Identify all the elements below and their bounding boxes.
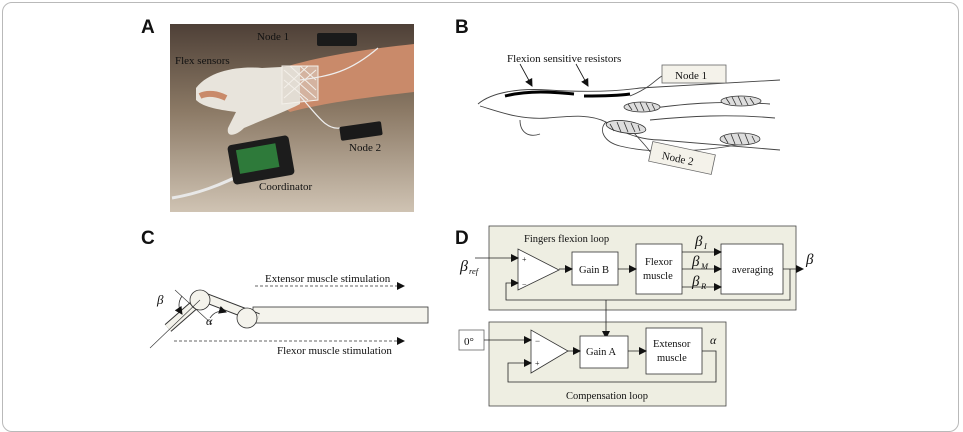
node2-device	[339, 121, 383, 141]
label-extensor-stimulation: Extensor muscle stimulation	[265, 273, 391, 285]
label-flexor-muscle-1: Flexor	[645, 257, 673, 268]
label-flexor-muscle-2: muscle	[643, 271, 673, 282]
label-fsr: Flexion sensitive resistors	[507, 53, 621, 65]
label-alpha-output: α	[710, 333, 717, 347]
label-beta-i: β	[694, 234, 703, 250]
panel-a-photo	[170, 24, 414, 212]
figure-canvas: Node 1 Flex sensors Node 2 Coordinator F…	[149, 24, 814, 407]
node1-device	[317, 33, 357, 46]
panel-letter-c: C	[141, 228, 155, 249]
label-minus-bottom: −	[535, 336, 540, 346]
label-fingers-flexion-loop: Fingers flexion loop	[524, 234, 609, 245]
label-beta-angle: β	[156, 292, 164, 307]
label-beta-i-sub: I	[703, 241, 708, 251]
panel-c-joint-sketch	[149, 289, 429, 349]
fsr-2	[583, 92, 631, 98]
label-beta-output: β	[805, 252, 814, 268]
fingers-feedback-path	[505, 269, 791, 301]
gain-b-block	[571, 251, 619, 286]
label-beta-r-sub: R	[700, 281, 707, 291]
averaging-block	[720, 243, 784, 295]
label-coordinator: Coordinator	[259, 181, 312, 193]
label-beta-ref: β	[459, 258, 468, 275]
label-flexor-stimulation: Flexor muscle stimulation	[277, 345, 392, 357]
label-alpha-angle: α	[206, 314, 213, 328]
net-sleeve	[281, 65, 319, 105]
label-beta-ref-sub: ref	[469, 266, 480, 276]
gain-a-block	[579, 335, 629, 369]
compensation-feedback-path	[507, 350, 717, 383]
flexor-muscle-block	[635, 243, 683, 295]
label-extensor-muscle-1: Extensor	[653, 339, 691, 350]
fsr-pointer-2	[575, 63, 589, 87]
fsr-pointer-1	[519, 63, 533, 87]
label-zero-degree: 0°	[464, 336, 474, 348]
summing-amplifier-top	[517, 248, 560, 291]
electrodes	[605, 95, 762, 146]
panel-letter-a: A	[141, 17, 155, 38]
label-beta-r: β	[691, 274, 700, 290]
label-plus-bottom: +	[535, 359, 540, 368]
fsr-1	[504, 90, 575, 98]
glove	[196, 66, 300, 135]
extensor-muscle-block	[645, 327, 703, 375]
node2-box	[648, 141, 716, 175]
label-plus-top: +	[522, 255, 527, 264]
node1-box	[661, 64, 727, 84]
label-node1-sketch: Node 1	[675, 70, 707, 82]
summing-amplifier-bottom	[530, 329, 569, 374]
label-node2-photo: Node 2	[349, 142, 381, 154]
label-averaging: averaging	[732, 265, 774, 276]
label-minus-top: −	[522, 280, 527, 289]
label-compensation-loop: Compensation loop	[566, 391, 648, 402]
label-beta-m: β	[691, 254, 700, 270]
label-extensor-muscle-2: muscle	[657, 353, 687, 364]
panel-letter-d: D	[455, 228, 469, 249]
label-beta-m-sub: M	[700, 261, 709, 271]
panel-letter-b: B	[455, 17, 469, 38]
panel-d-block-diagram	[458, 225, 804, 407]
label-node1-photo: Node 1	[257, 31, 289, 43]
label-gain-b: Gain B	[579, 265, 609, 276]
label-gain-a: Gain A	[586, 347, 616, 358]
label-flex-sensors: Flex sensors	[175, 55, 230, 67]
